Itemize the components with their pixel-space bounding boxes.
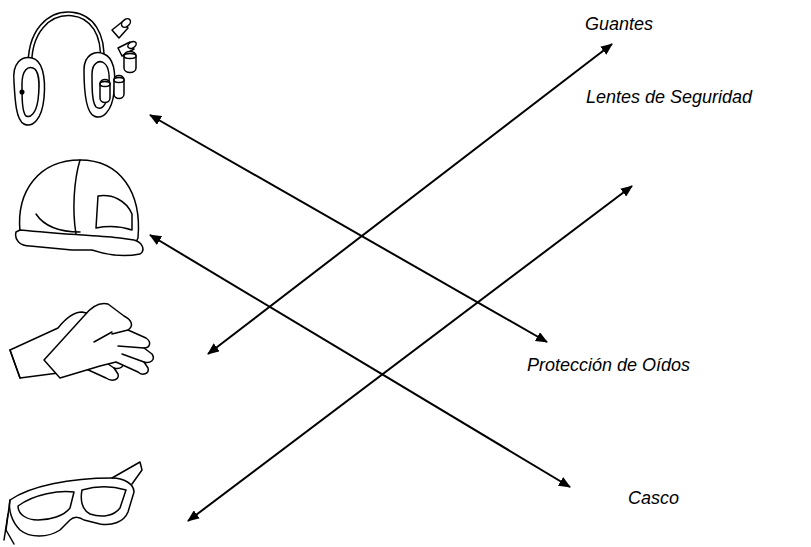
matching-arrow xyxy=(208,44,612,354)
matching-arrow xyxy=(188,186,632,521)
answer-word: Guantes xyxy=(585,13,653,35)
answer-word: Protección de Oídos xyxy=(527,354,690,376)
matching-arrow xyxy=(150,115,547,342)
answer-word: Lentes de Seguridad xyxy=(586,86,752,108)
ear-protection-icon xyxy=(14,14,138,125)
matching-arrow xyxy=(150,235,570,487)
helmet-icon xyxy=(16,160,143,256)
safety-glasses-icon xyxy=(4,462,142,544)
gloves-icon xyxy=(10,304,153,381)
answer-word: Casco xyxy=(628,487,679,509)
matching-arrows xyxy=(150,44,632,521)
